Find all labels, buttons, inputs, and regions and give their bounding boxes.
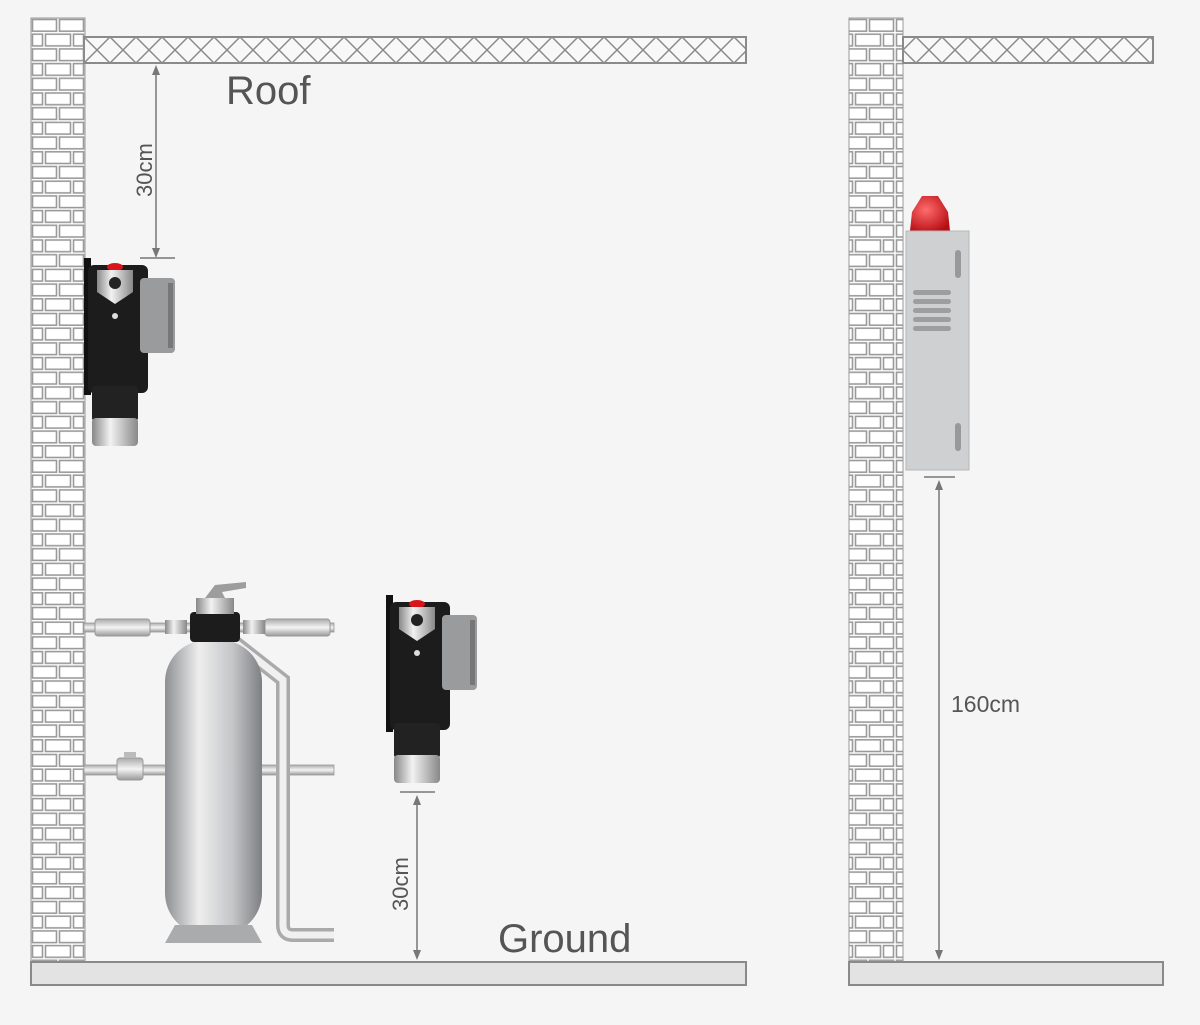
left-brick-wall <box>30 17 86 963</box>
right-ground <box>848 961 1164 986</box>
top-distance-label: 30cm <box>132 143 157 197</box>
bottom-dimension-arrow <box>400 791 435 960</box>
alarm-height-label: 160cm <box>951 691 1020 717</box>
roof-label: Roof <box>226 69 311 113</box>
ground-label: Ground <box>498 917 631 961</box>
gas-detector-floor <box>386 595 477 783</box>
bottom-distance-label: 30cm <box>388 857 413 911</box>
left-roof <box>83 36 747 64</box>
right-brick-wall <box>848 17 904 963</box>
top-dimension-arrow <box>140 65 175 259</box>
left-ground <box>30 961 747 986</box>
gas-cylinder <box>165 582 265 943</box>
alarm-height-arrow <box>924 476 955 960</box>
gas-detector-ceiling <box>84 258 175 446</box>
right-roof <box>902 36 1154 64</box>
alarm-controller <box>905 196 970 471</box>
